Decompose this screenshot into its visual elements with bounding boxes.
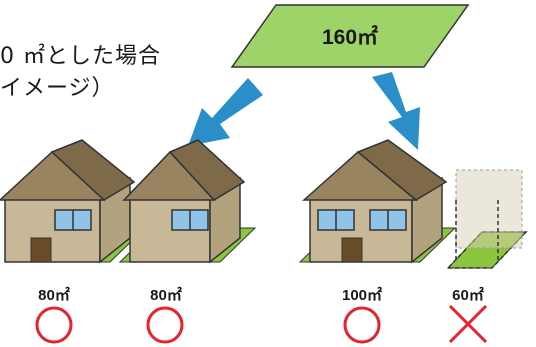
caption-line-1: 0 ㎡とした場合: [0, 44, 161, 69]
house-2: [118, 139, 257, 264]
lot-area-label-1: 80㎡: [38, 287, 70, 304]
circle-mark-1: [35, 306, 73, 344]
caption-line-2: イメージ）: [0, 76, 115, 101]
cross-mark-4: [448, 304, 488, 344]
total-area-label: 160㎡: [321, 26, 379, 49]
lot-4-empty: [446, 169, 528, 269]
total-lot: [230, 4, 470, 68]
house-3: [298, 139, 457, 264]
circle-mark-3: [343, 306, 381, 344]
lot-area-label-4: 60㎡: [452, 287, 484, 304]
arrow-left: [188, 78, 263, 146]
house-1: [0, 139, 147, 264]
arrow-right: [372, 72, 420, 150]
lot-area-label-2: 80㎡: [150, 287, 182, 304]
lot-area-label-3: 100㎡: [341, 287, 383, 304]
circle-mark-2: [146, 306, 184, 344]
